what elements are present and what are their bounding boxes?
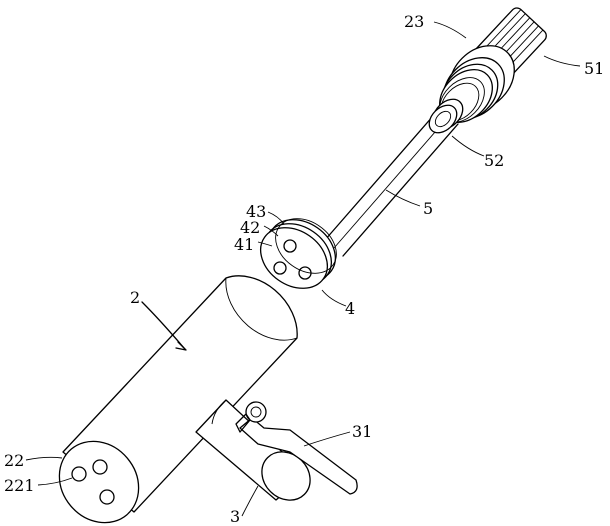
label-22: 22 [4, 451, 24, 470]
cylinder-part-2 [58, 275, 298, 524]
labels: 23 51 52 5 43 42 41 4 2 22 221 31 3 [4, 12, 604, 526]
piston-hole [298, 266, 312, 280]
rod-part-5 [324, 107, 459, 257]
label-4: 4 [345, 299, 355, 318]
label-2: 2 [130, 288, 140, 307]
leader-lines [25, 21, 581, 517]
valve-handle-part-31 [235, 401, 358, 495]
label-5: 5 [423, 199, 433, 218]
label-52: 52 [484, 151, 504, 170]
piston-hole [273, 261, 287, 275]
label-42: 42 [240, 218, 260, 237]
label-31: 31 [352, 422, 372, 441]
end-hole [99, 489, 115, 505]
label-3: 3 [230, 507, 240, 526]
end-hole [92, 459, 108, 475]
label-23: 23 [404, 12, 424, 31]
end-hole-221 [71, 466, 87, 482]
piston-hole [283, 239, 297, 253]
outlet-tube-part-3 [195, 399, 311, 501]
label-43: 43 [246, 202, 266, 221]
piston-part-4 [260, 218, 337, 289]
label-51: 51 [584, 59, 604, 78]
washer-part-52 [428, 98, 464, 134]
label-41: 41 [234, 235, 254, 254]
label-221: 221 [4, 476, 35, 495]
